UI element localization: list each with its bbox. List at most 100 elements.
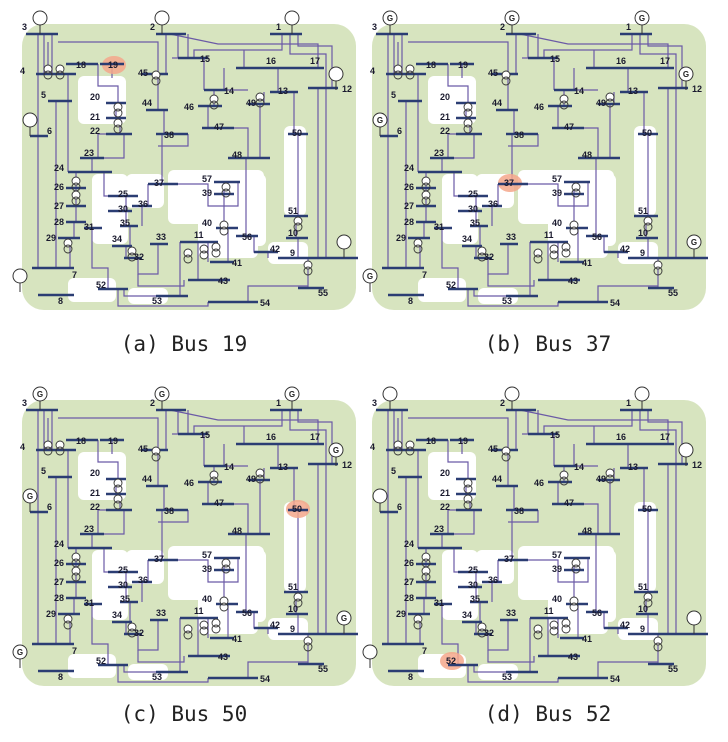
- transformer-icon: [653, 642, 663, 652]
- bus-label: 36: [488, 575, 498, 585]
- transformer-icon: [643, 216, 653, 226]
- bus-label: 17: [310, 56, 320, 66]
- transmission-line: [97, 64, 119, 103]
- bus-label: 1: [626, 22, 631, 32]
- transformer-icon: [113, 124, 123, 134]
- bus-label: 25: [118, 189, 128, 199]
- bus-label: 44: [492, 98, 502, 108]
- generator-label: G: [27, 492, 33, 501]
- transmission-line: [408, 41, 509, 74]
- transformer-icon: [561, 624, 571, 634]
- bus-label: 7: [72, 646, 77, 656]
- bus-label: 31: [84, 222, 94, 232]
- transformer-icon: [643, 598, 653, 608]
- transformer-icon: [413, 620, 423, 630]
- transformer-icon: [113, 484, 123, 494]
- bus-label: 34: [112, 610, 122, 620]
- bus-label: 10: [288, 604, 298, 614]
- transformer-icon: [643, 222, 653, 232]
- transformer-icon: [113, 108, 123, 118]
- transformer-icon: [393, 64, 403, 74]
- bus-label: 25: [468, 565, 478, 575]
- bus-label: 56: [592, 232, 602, 242]
- transformer-icon: [43, 440, 53, 450]
- bus-label: 7: [72, 270, 77, 280]
- bus-label: 21: [440, 488, 450, 498]
- transmission-line: [97, 133, 106, 158]
- bus-label: 16: [616, 432, 626, 442]
- transformer-icon: [209, 470, 219, 480]
- transformer-icon: [533, 624, 543, 634]
- bus-label: 55: [668, 288, 678, 298]
- transformer-icon: [71, 566, 81, 576]
- region-gap: [418, 278, 466, 302]
- bus-label: 27: [54, 577, 64, 587]
- bus-label: 34: [462, 234, 472, 244]
- transmission-line: [247, 661, 308, 678]
- transformer-icon: [219, 596, 229, 606]
- bus-label: 8: [408, 296, 413, 306]
- bus-label: 54: [610, 674, 620, 684]
- bus-label: 28: [404, 217, 414, 227]
- generator-icon: [678, 66, 694, 82]
- bus-label: 15: [550, 430, 560, 440]
- transformer-icon: [477, 246, 487, 256]
- transmission-line: [639, 34, 677, 258]
- transformer-icon: [393, 70, 403, 80]
- transmission-line: [447, 440, 469, 479]
- bus-label: 6: [397, 126, 402, 136]
- transformer-icon: [43, 446, 53, 456]
- bus-label: 8: [58, 672, 63, 682]
- generator-label: G: [341, 614, 347, 623]
- transformer-icon: [183, 624, 193, 634]
- bus-label: 9: [290, 248, 295, 258]
- transmission-line: [193, 410, 283, 434]
- transmission-line: [158, 134, 189, 147]
- bus-label: 1: [626, 398, 631, 408]
- bus-label: 18: [426, 436, 436, 446]
- bus-label: 48: [232, 526, 242, 536]
- bus-label: 40: [202, 218, 212, 228]
- generator-icon: [284, 10, 300, 26]
- transmission-line: [97, 440, 119, 479]
- transmission-line: [597, 661, 658, 678]
- bus-label: 37: [154, 178, 164, 188]
- transformer-icon: [569, 220, 579, 230]
- bus-label: 16: [266, 432, 276, 442]
- bus-label: 30: [468, 580, 478, 590]
- bus-label: 36: [138, 575, 148, 585]
- generator-label: G: [17, 648, 23, 657]
- transformer-icon: [463, 108, 473, 118]
- bus-label: 6: [47, 502, 52, 512]
- bus-label: 17: [660, 432, 670, 442]
- transmission-line: [519, 33, 669, 68]
- bus-label: 11: [194, 606, 204, 616]
- transformer-icon: [405, 446, 415, 456]
- bus-label: 47: [214, 122, 224, 132]
- region-gap: [634, 126, 656, 216]
- transformer-icon: [127, 252, 137, 262]
- bus-label: 26: [54, 558, 64, 568]
- bus-label: 23: [434, 148, 444, 158]
- bus-label: 57: [202, 550, 212, 560]
- bus-label: 41: [232, 258, 242, 268]
- bus-label: 19: [108, 60, 118, 70]
- bus-label: 34: [112, 234, 122, 244]
- transformer-icon: [569, 226, 579, 236]
- transformer-icon: [605, 98, 615, 108]
- bus-label: 26: [54, 182, 64, 192]
- bus-label: 52: [446, 280, 456, 290]
- bus-label: 51: [288, 206, 298, 216]
- transformer-icon: [421, 572, 431, 582]
- transmission-line: [543, 34, 633, 58]
- transmission-line: [473, 665, 506, 673]
- transformer-icon: [653, 260, 663, 270]
- transmission-line: [289, 34, 327, 258]
- transformer-icon: [477, 252, 487, 262]
- generator-icon: [32, 10, 48, 26]
- bus-label: 40: [202, 594, 212, 604]
- transmission-line: [123, 665, 156, 673]
